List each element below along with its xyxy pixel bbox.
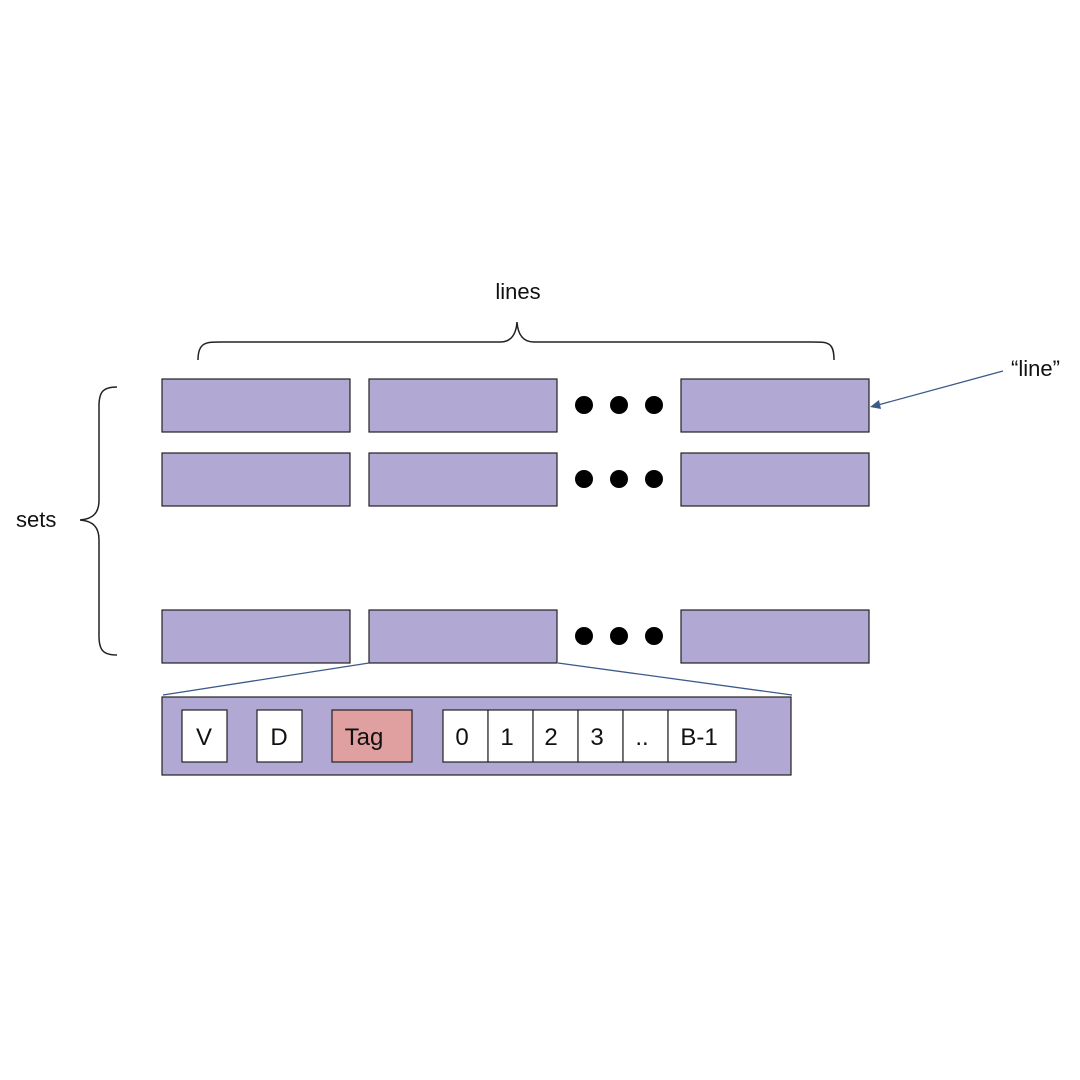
byte-label: .. (635, 724, 648, 751)
cache-line (368, 378, 558, 433)
dirty-bit-label: D (270, 724, 287, 751)
ellipsis-dot (645, 396, 663, 414)
set-row (161, 378, 870, 433)
valid-bit-label: V (196, 724, 212, 751)
cache-line (161, 452, 351, 507)
sets-brace (79, 386, 118, 656)
line-callout-label: “line” (1011, 356, 1060, 381)
line-detail: V D Tag 0 1 2 3 .. B-1 (161, 696, 792, 776)
valid-bit-cell (181, 709, 228, 763)
cache-line (680, 609, 870, 664)
byte-label: B-1 (680, 724, 717, 751)
ellipsis-dot (610, 470, 628, 488)
byte-cell (532, 709, 579, 763)
arrowhead-icon (870, 400, 881, 409)
sets-label: sets (16, 507, 56, 532)
byte-cell (622, 709, 669, 763)
cache-line (680, 452, 870, 507)
byte-cell (577, 709, 624, 763)
byte-label: 2 (544, 724, 557, 751)
line-callout-arrow (877, 370, 1004, 406)
ellipsis-dot (575, 470, 593, 488)
set-row (161, 452, 870, 507)
byte-cell (442, 709, 489, 763)
ellipsis-dot (610, 396, 628, 414)
cache-line (161, 378, 351, 433)
zoom-line-left (162, 662, 370, 696)
cache-line (680, 378, 870, 433)
byte-label: 3 (590, 724, 603, 751)
dirty-bit-cell (256, 709, 303, 763)
ellipsis-dot (645, 470, 663, 488)
cache-line (368, 452, 558, 507)
cache-line-expanded (368, 609, 558, 664)
ellipsis-dot (575, 627, 593, 645)
set-row (161, 609, 870, 664)
byte-label: 1 (500, 724, 513, 751)
tag-label: Tag (345, 724, 384, 751)
ellipsis-dot (645, 627, 663, 645)
lines-brace (197, 321, 835, 361)
ellipsis-dot (575, 396, 593, 414)
byte-cell (667, 709, 737, 763)
zoom-line-right (557, 662, 793, 696)
ellipsis-dot (610, 627, 628, 645)
tag-cell (331, 709, 413, 763)
cache-line (161, 609, 351, 664)
lines-label: lines (495, 279, 540, 304)
byte-label: 0 (455, 724, 468, 751)
byte-cell (487, 709, 534, 763)
